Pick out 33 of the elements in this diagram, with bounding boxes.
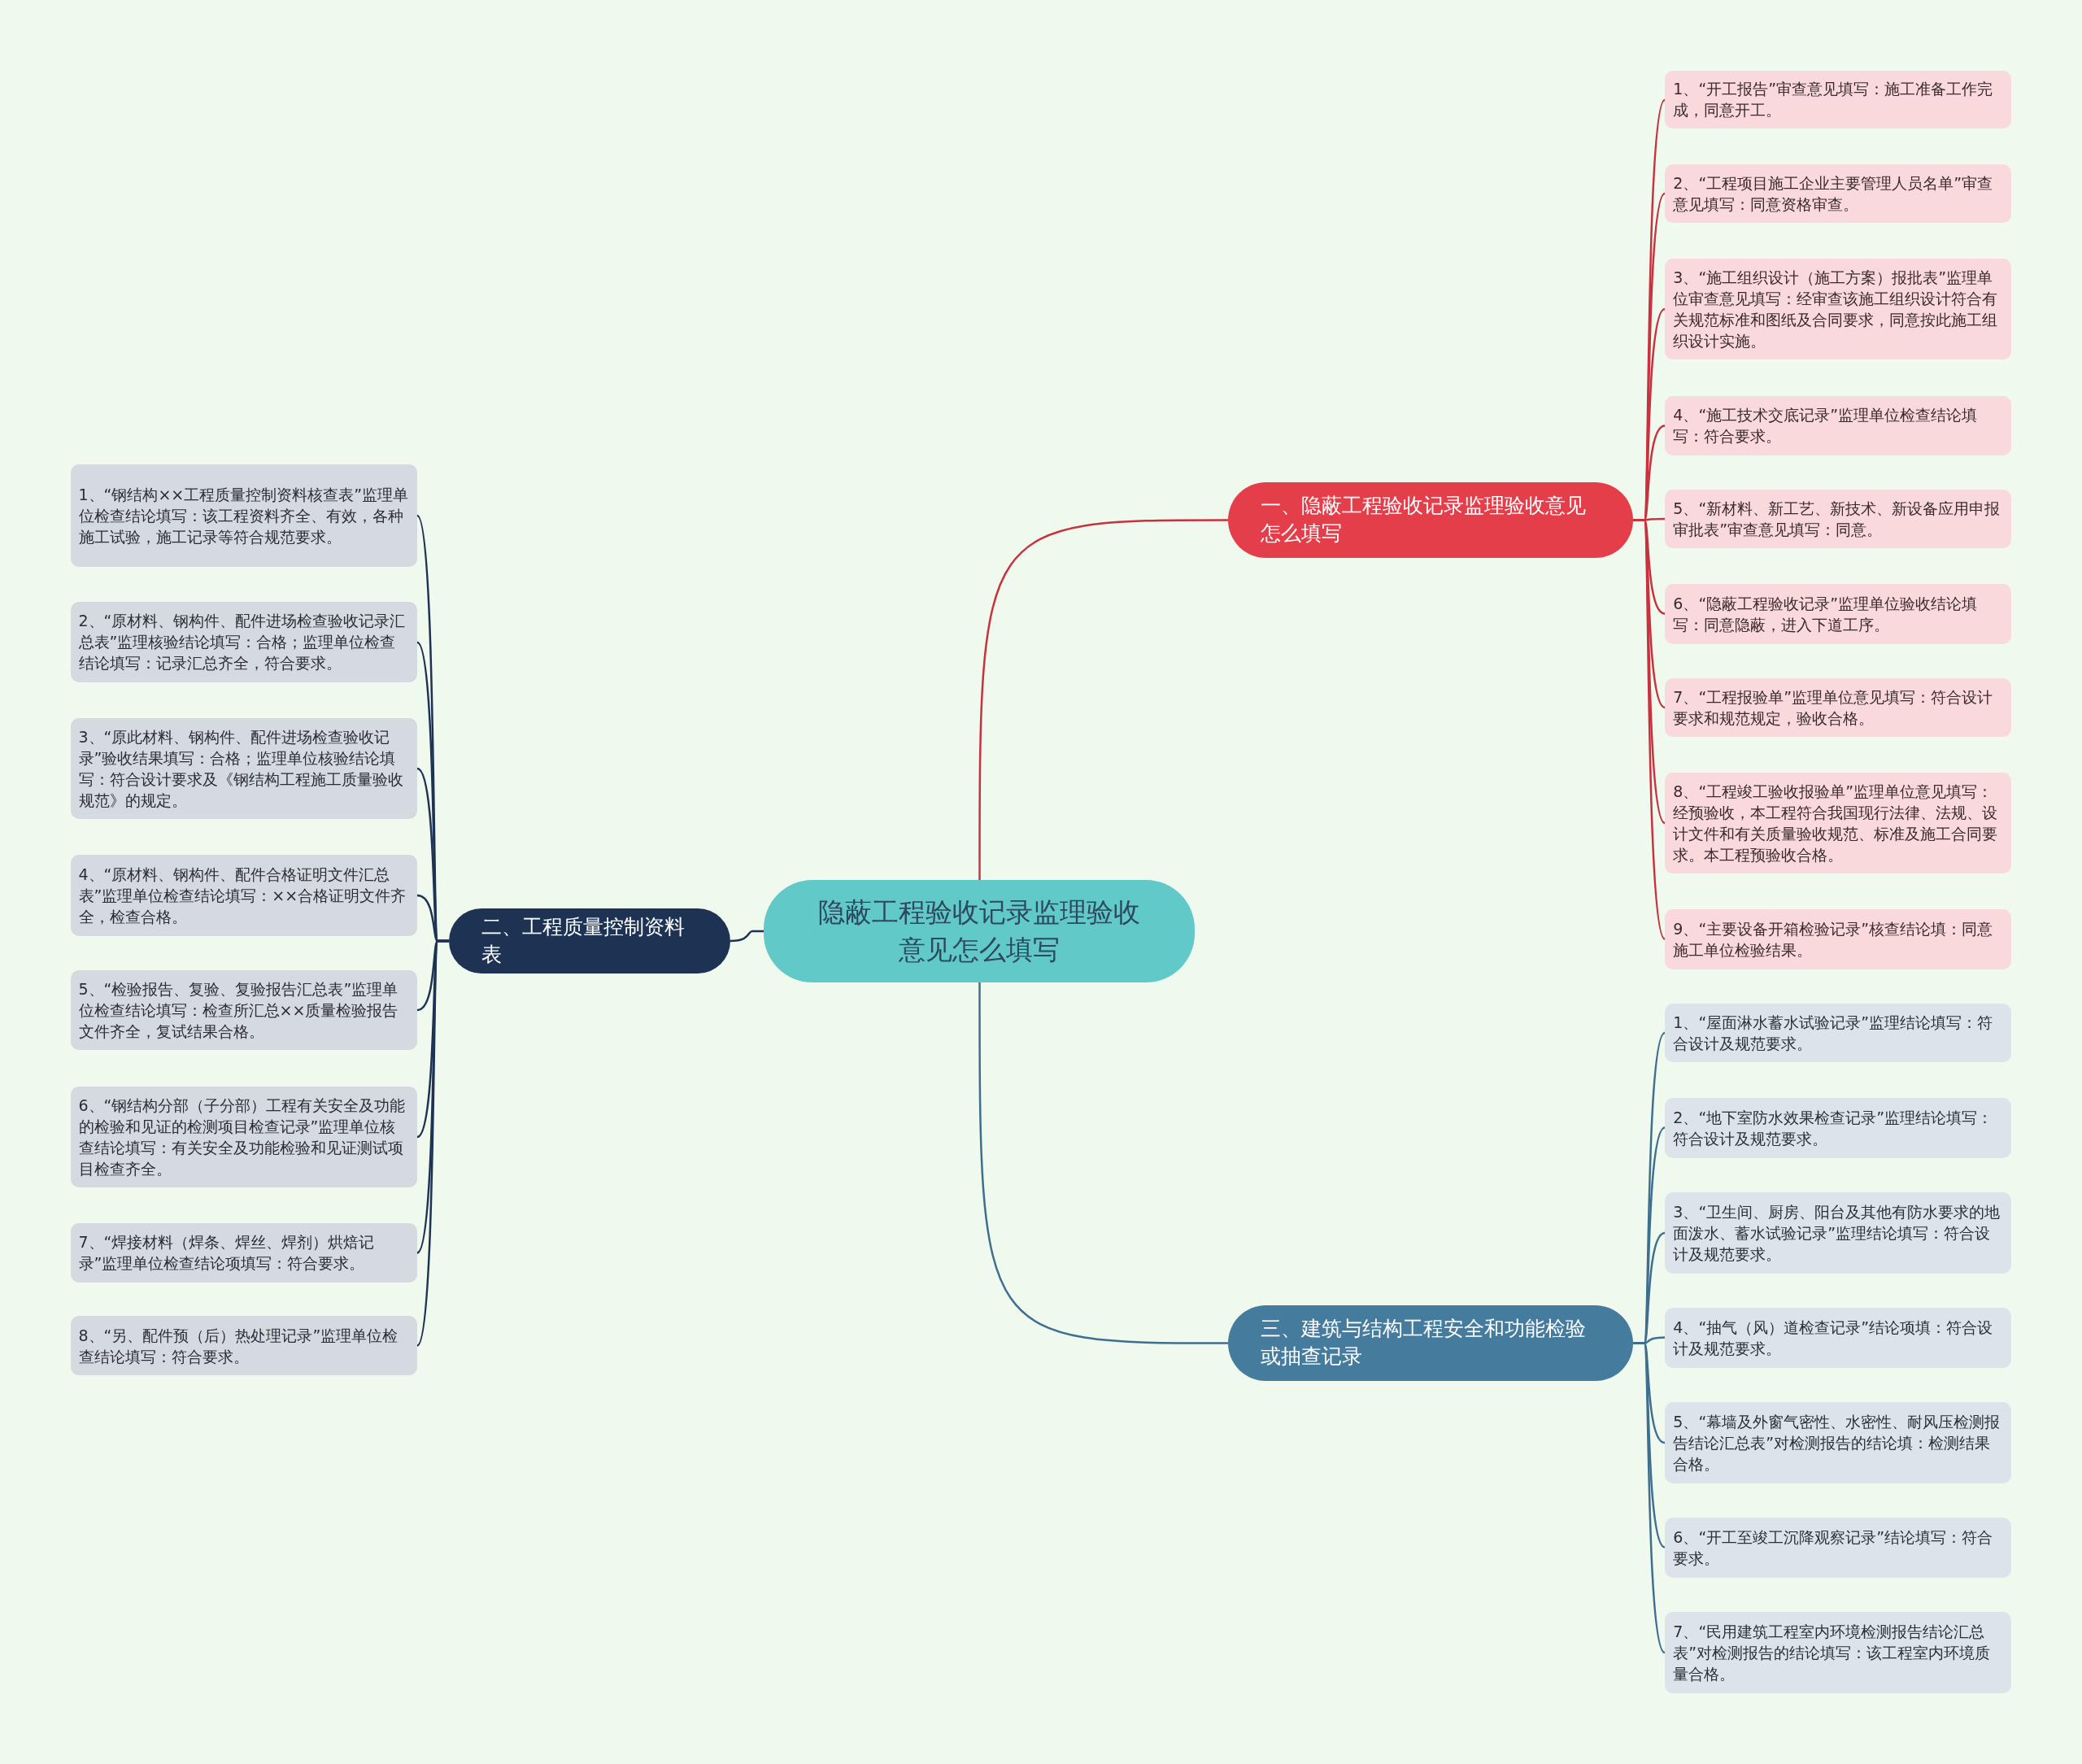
connector-line — [730, 930, 764, 943]
subtopic-box: 1、“钢结构××工程质量控制资料核查表”监理单位检查结论填写：该工程资料齐全、有效，各种施工试验，施工记录等符合规范要求。 — [70, 464, 417, 568]
subtopic-box: 5、“检验报告、复验、复验报告汇总表”监理单位检查结论填写：检查所汇总××质量检验报告文件齐全，复试结果合格。 — [70, 970, 417, 1051]
subtopic-box: 8、“另、配件预（后）热处理记录”监理单位检查结论填写：符合要求。 — [70, 1315, 417, 1376]
subtopic-box: 4、“抽气（风）道检查记录”结论项填：符合设计及规范要求。 — [1665, 1308, 2012, 1368]
subtopic-box: 9、“主要设备开箱检验记录”核查结论填：同意施工单位检验结果。 — [1665, 909, 2012, 969]
subtopic-box: 1、“开工报告”审查意见填写：施工准备工作完成，同意开工。 — [1665, 70, 2012, 129]
subtopic-box: 7、“民用建筑工程室内环境检测报告结论汇总表”对检测报告的结论填写：该工程室内环境质量合格。 — [1665, 1612, 2012, 1693]
subtopic-box: 2、“原材料、钢构件、配件进场检查验收记录汇总表”监理核验结论填写：合格；监理单位检查结论填写：记录汇总齐全，符合要求。 — [70, 601, 417, 683]
branch-topic: 二、工程质量控制资料表 — [448, 908, 730, 973]
branch-topic: 一、隐蔽工程验收记录监理验收意见怎么填写 — [1228, 481, 1634, 558]
subtopic-box: 1、“屋面淋水蓄水试验记录”监理结论填写：符合设计及规范要求。 — [1665, 1004, 2012, 1063]
subtopic-box: 2、“工程项目施工企业主要管理人员名单”审查意见填写：同意资格审查。 — [1665, 164, 2012, 224]
subtopic-box: 5、“幕墙及外窗气密性、水密性、耐风压检测报告结论汇总表”对检测报告的结论填：检测结果合格。 — [1665, 1402, 2012, 1483]
connector-line — [1633, 1342, 1666, 1653]
subtopic-box: 3、“原此材料、钢构件、配件进场检查验收记录”验收结果填写：合格；监理单位核验结论填写：符合设计要求及《钢结构工程施工质量验收规范》的规定。 — [70, 718, 417, 820]
connector-line — [978, 519, 1228, 880]
subtopic-box: 7、“焊接材料（焊条、焊丝、焊剂）烘焙记录”监理单位检查结论项填写：符合要求。 — [70, 1222, 417, 1283]
subtopic-box: 6、“隐蔽工程验收记录”监理单位验收结论填写：同意隐蔽，进入下道工序。 — [1665, 584, 2012, 644]
central-topic: 隐蔽工程验收记录监理验收意见怎么填写 — [763, 880, 1196, 983]
subtopic-box: 8、“工程竣工验收报验单”监理单位意见填写：经预验收，本工程符合我国现行法律、法规、设计文件和有关质量验收规范、标准及施工合同要求。本工程预验收合格。 — [1665, 773, 2012, 874]
subtopic-box: 4、“原材料、钢构件、配件合格证明文件汇总表”监理单位检查结论填写：××合格证明文件齐全，检查合格。 — [70, 855, 417, 936]
subtopic-box: 4、“施工技术交底记录”监理单位检查结论填写：符合要求。 — [1665, 395, 2012, 455]
connector-line — [416, 939, 449, 1347]
subtopic-box: 6、“开工至竣工沉降观察记录”结论填写：符合要求。 — [1665, 1518, 2012, 1578]
branch-topic: 三、建筑与结构工程安全和功能检验或抽查记录 — [1228, 1304, 1634, 1381]
connector-line — [978, 982, 1228, 1344]
subtopic-box: 7、“工程报验单”监理单位意见填写：符合设计要求和规范规定，验收合格。 — [1665, 678, 2012, 738]
subtopic-box: 3、“卫生间、厨房、阳台及其他有防水要求的地面泼水、蓄水试验记录”监理结论填写：符合设计及规范要求。 — [1665, 1192, 2012, 1274]
subtopic-box: 3、“施工组织设计（施工方案）报批表”监理单位审查意见填写：经审查该施工组织设计符合有关规范标准和图纸及合同要求，同意按此施工组织设计实施。 — [1665, 259, 2012, 360]
subtopic-box: 5、“新材料、新工艺、新技术、新设备应用申报审批表”审查意见填写：同意。 — [1665, 490, 2012, 549]
subtopic-box: 6、“钢结构分部（子分部）工程有关安全及功能的检验和见证的检测项目检查记录”监理单位核查结论填写：有关安全及功能检验和见证测试项目检查齐全。 — [70, 1086, 417, 1187]
subtopic-box: 2、“地下室防水效果检查记录”监理结论填写：符合设计及规范要求。 — [1665, 1098, 2012, 1158]
